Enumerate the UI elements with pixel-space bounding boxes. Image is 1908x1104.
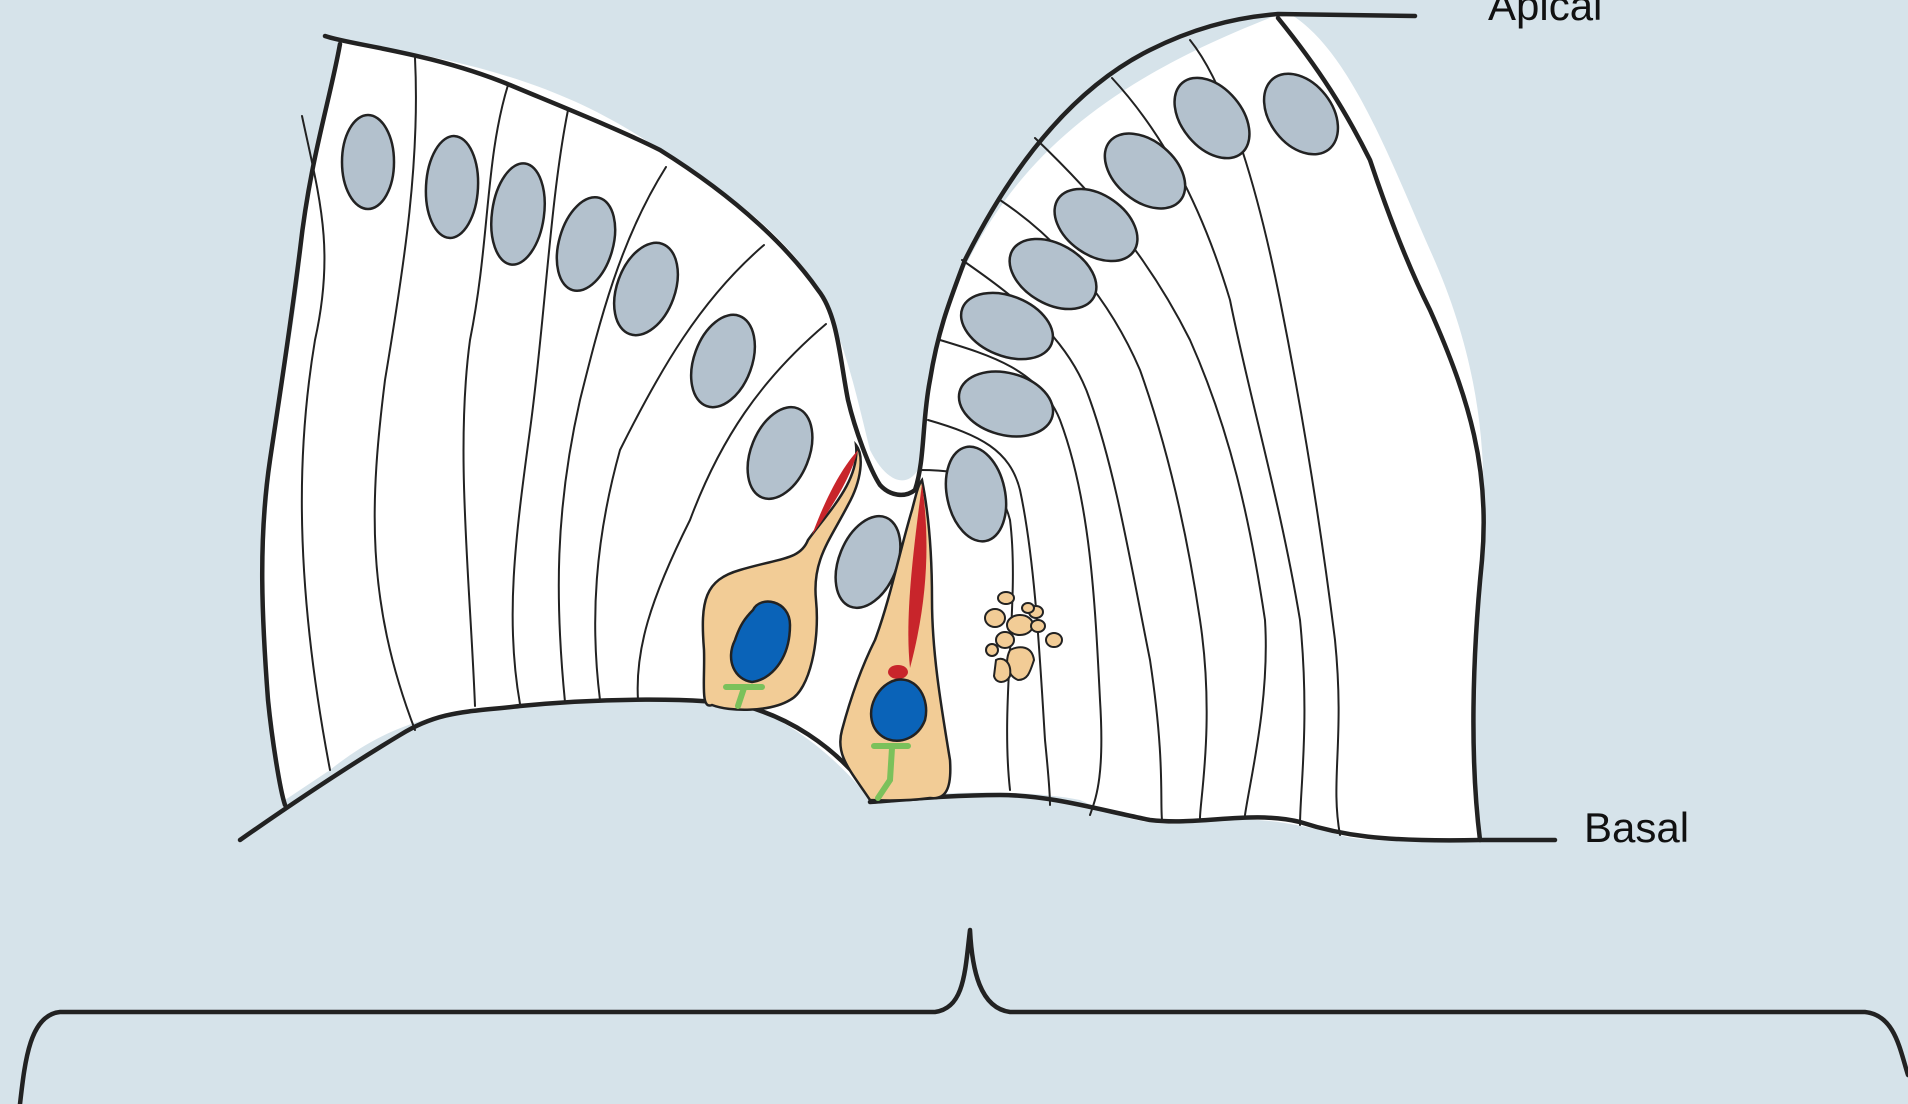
nucleus [342, 115, 394, 209]
basal-label: Basal [1584, 804, 1689, 851]
bracket [20, 930, 1908, 1104]
apical-label: Apical [1488, 0, 1602, 29]
